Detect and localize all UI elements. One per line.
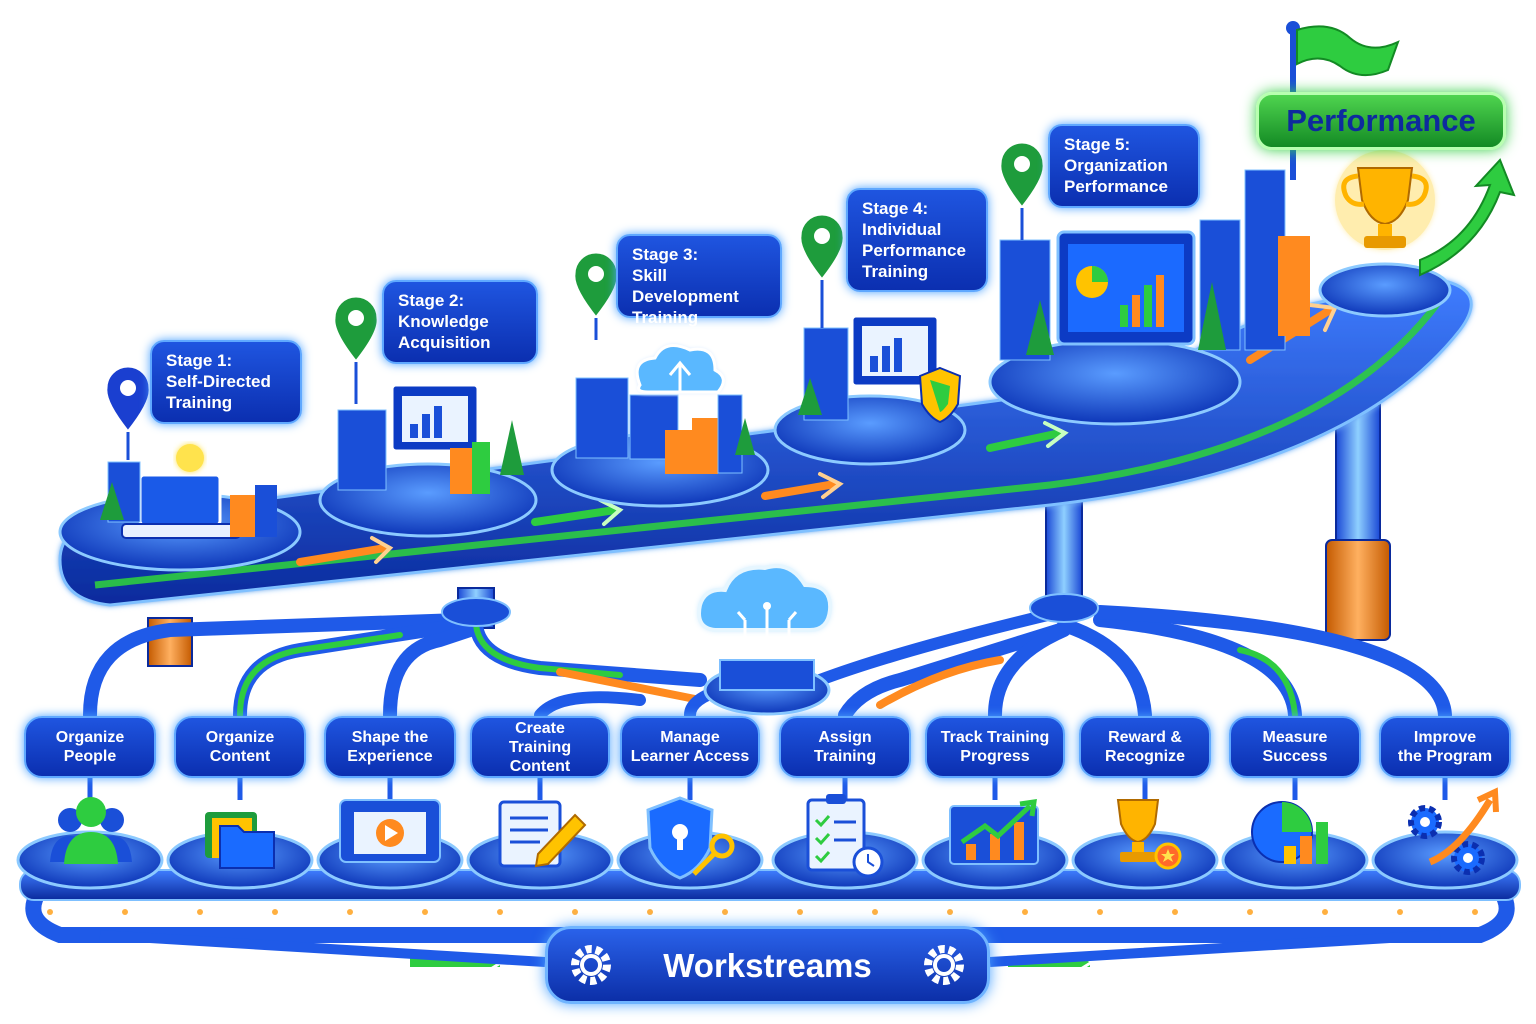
workstream-label-line2: Training Content <box>508 738 572 775</box>
stage-2-title-line1: Knowledge <box>398 312 489 331</box>
workstream-label-line1: Organize <box>55 729 125 746</box>
stage-5-title-line2: Performance <box>1064 177 1168 196</box>
dashboard-icon <box>999 169 1310 361</box>
workstreams-title: Workstreams <box>663 947 872 984</box>
laptop-icon <box>100 444 277 539</box>
gears-arrow-icon <box>1408 787 1499 875</box>
stage-2-number: Stage 2: <box>398 291 465 310</box>
pipeline-lights <box>47 909 1478 915</box>
stage-5-title-line1: Organization <box>1064 156 1168 175</box>
gear-icon <box>571 945 611 985</box>
location-pin-icon <box>572 250 620 340</box>
trophy-icon <box>1286 21 1516 277</box>
stage-1-title-line2: Training <box>166 393 233 412</box>
workstream-label-line2: Experience <box>347 748 433 765</box>
stage-5-number: Stage 5: <box>1064 135 1131 154</box>
cloud-hub-icon <box>697 564 833 716</box>
workstream-label-line2: Learner Access <box>630 748 750 765</box>
workstream-label-line1: Manage <box>660 729 720 746</box>
stage-4-bubble: Stage 4: Individual Performance Training <box>846 188 988 292</box>
workstream-label-line2: the Program <box>1397 748 1493 765</box>
connector-network <box>83 593 1452 722</box>
workstream-label-line1: Organize <box>205 729 275 746</box>
workstream-improve-program: Improve the Program <box>1379 716 1511 778</box>
stage-2-title-line2: Acquisition <box>398 333 491 352</box>
document-pencil-icon <box>498 800 587 868</box>
workstream-label-line2: Recognize <box>1104 748 1185 765</box>
stage-4-number: Stage 4: <box>862 199 929 218</box>
stage-3-bubble: Stage 3: Skill Development Training <box>616 234 782 327</box>
trophy-medal-icon <box>1116 799 1182 870</box>
location-pin-icon <box>798 212 846 328</box>
cloud-upload-icon <box>575 344 755 474</box>
workstream-label-line1: Shape the <box>351 729 429 746</box>
workstream-reward-recognize: Reward & Recognize <box>1079 716 1211 778</box>
shield-key-icon <box>646 796 735 880</box>
location-pin-icon <box>332 294 380 404</box>
video-player-icon <box>339 799 441 863</box>
stage-5-bubble: Stage 5: Organization Performance <box>1048 124 1200 208</box>
monitor-chart-icon <box>337 383 524 494</box>
performance-label: Performance <box>1286 103 1476 138</box>
workstream-label-line1: Create <box>515 719 565 737</box>
workstream-label-line1: Assign <box>818 729 872 746</box>
stage-2-bubble: Stage 2: Knowledge Acquisition <box>382 280 538 364</box>
workstream-label-line1: Reward & <box>1108 729 1182 746</box>
workstream-label-line1: Improve <box>1413 729 1477 746</box>
performance-banner: Performance <box>1256 92 1506 150</box>
track-arrows <box>296 303 1338 566</box>
stage-3-title-line2: Training <box>632 308 699 327</box>
stage-3-title-line1: Skill Development <box>632 266 739 306</box>
workstream-label-line1: Measure <box>1262 729 1328 746</box>
stage-4-title-line2: Performance <box>862 241 966 260</box>
workstream-label-line2: Progress <box>960 748 1030 765</box>
stage-1-bubble: Stage 1: Self-Directed Training <box>150 340 302 424</box>
shield-monitor-icon <box>798 314 962 424</box>
workstream-label-line1: Track Training <box>940 729 1050 746</box>
stage-location-pins <box>104 140 1046 460</box>
stage-1-title-line1: Self-Directed <box>166 372 271 391</box>
stage-4-title-line3: Training <box>862 262 929 281</box>
workstream-label-line2: Success <box>1262 748 1328 765</box>
people-icon <box>50 797 132 864</box>
workstream-label-line2: Content <box>209 748 271 765</box>
folder-icon <box>205 812 275 869</box>
stage-4-title-line1: Individual <box>862 220 942 239</box>
location-pin-icon <box>998 140 1046 240</box>
gear-icon <box>924 945 964 985</box>
workstream-label-line2: People <box>63 748 117 765</box>
workstream-connectors <box>87 778 1448 800</box>
growth-chart-icon <box>949 799 1039 865</box>
pie-bar-icon <box>1251 801 1328 864</box>
checklist-clock-icon <box>806 794 884 878</box>
location-pin-icon <box>104 364 152 460</box>
workstreams-title-plate: Workstreams <box>545 926 990 1004</box>
stage-3-number: Stage 3: <box>632 245 699 264</box>
workstream-label-line2: Training <box>813 748 877 765</box>
stage-1-number: Stage 1: <box>166 351 233 370</box>
